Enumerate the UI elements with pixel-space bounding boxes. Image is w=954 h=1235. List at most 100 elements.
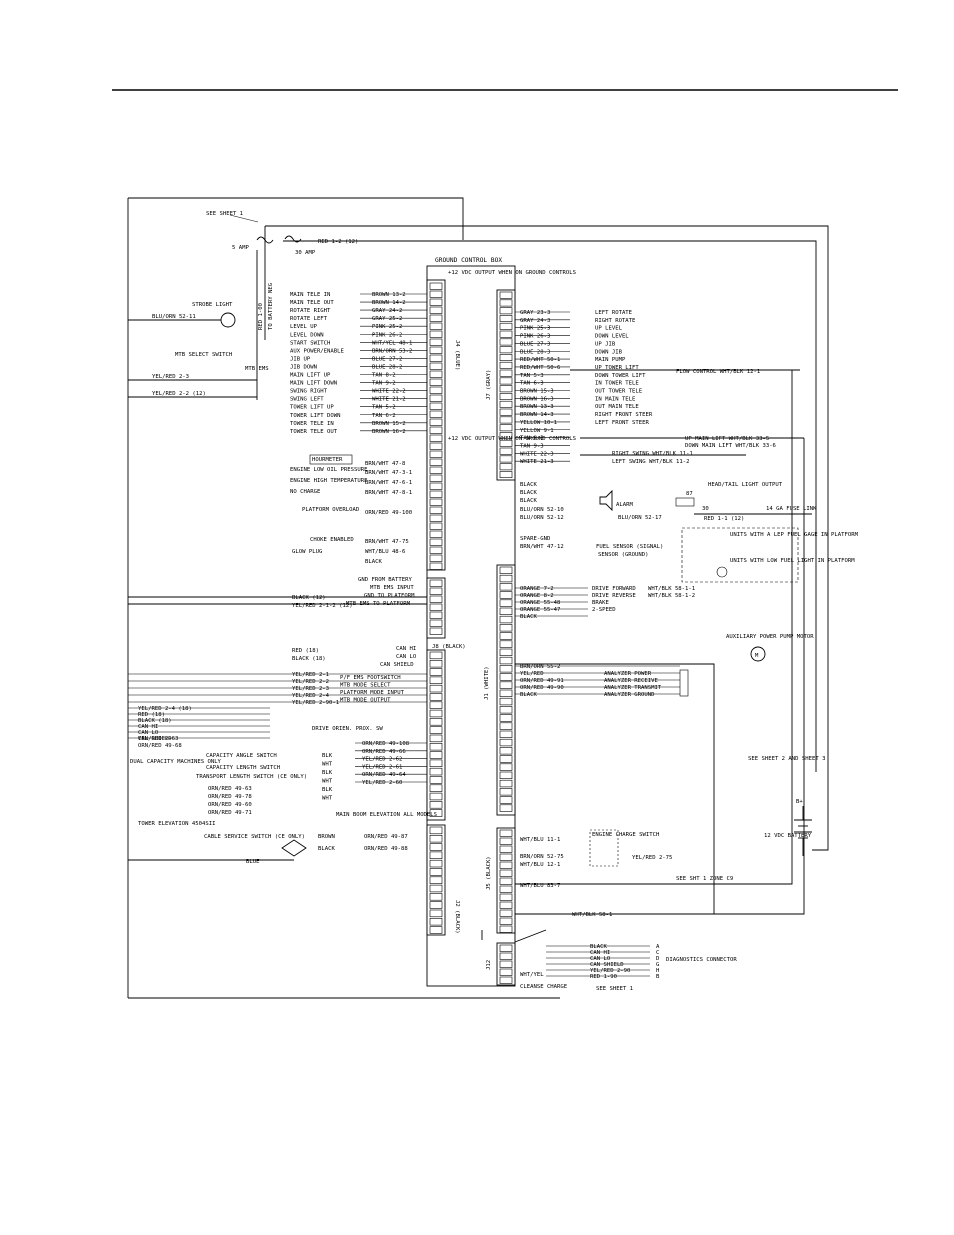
j4-pin-30: [429, 522, 443, 530]
j4-left-wire-12: WHITE 22-2: [372, 389, 406, 395]
j1-right-wire-3: ORN/RED 49-90: [520, 685, 564, 691]
j7-wire-4: BLUE 27-3: [520, 341, 550, 347]
j1-pin-12: [429, 751, 443, 759]
black-wire-2: BLACK: [520, 498, 537, 504]
j7-wire-19: WHITE 21-3: [520, 459, 554, 465]
j1-right-pin-14: [499, 681, 513, 689]
j4-pin-32: [429, 538, 443, 546]
glow-wire-1: WHT/BLU 48-6: [365, 549, 405, 555]
j1-right-wire-1: YEL/RED: [520, 671, 544, 677]
j1-right-pin-24: [499, 763, 513, 771]
j4-left-label-10: MAIN LIFT UP: [290, 373, 331, 379]
j1-pin-11: [429, 742, 443, 751]
j4-pin-12: [429, 378, 443, 386]
diagnostics-connector-label: DIAGNOSTICS CONNECTOR: [666, 957, 737, 963]
j4-left-label-16: TOWER TELE IN: [290, 421, 334, 427]
can-hi-label: CAN HI: [396, 646, 416, 652]
sensor-no-charge: NO CHARGE: [290, 489, 321, 495]
j7-function-6: MAIN PUMP: [595, 357, 626, 363]
bottom-wire-wht-blk: [515, 438, 805, 915]
j2-pin-9: [429, 901, 443, 909]
j7-wire-16: TAN 8-3: [520, 436, 544, 442]
j1-right-pin-17: [499, 706, 513, 714]
j5-pin-8: [499, 893, 513, 901]
gnd-from-battery-label: GND FROM BATTERY: [358, 577, 413, 583]
diag-wire-2: CAN LO: [590, 956, 611, 962]
j4-left-label-3: ROTATE LEFT: [290, 316, 328, 322]
j4-connector-label: J4 (BLUE): [454, 340, 460, 370]
j7-function-0: LEFT ROTATE: [595, 310, 633, 316]
j12-pin-0: [499, 944, 513, 952]
j1-right-pin-1: [499, 574, 513, 583]
j1-right-pin-2: [499, 583, 513, 591]
j4-pin-20: [429, 442, 443, 450]
diag-wire-0: BLACK: [590, 944, 607, 950]
diag-pin-5: B: [656, 974, 660, 980]
j5-pin-6: [499, 877, 513, 885]
j4-left-label-5: LEVEL DOWN: [290, 332, 324, 338]
j4-left-wire-17: BROWN 16-2: [372, 429, 406, 435]
j1-pin-2: [429, 668, 443, 676]
j2-pin-4: [429, 859, 443, 868]
wht-blu-83-7: WHT/BLU 83-7: [520, 883, 560, 889]
j4-pin-5: [429, 322, 443, 330]
bottom-wire-j1: [515, 663, 715, 914]
j4-left-wire-13: WHITE 21-2: [372, 397, 406, 403]
mtb-ems-label: MTB EMS: [245, 366, 269, 372]
j4-left-label-7: AUX POWER/ENABLE: [290, 348, 345, 354]
j1-right-pin-10: [499, 648, 513, 656]
units-lep-label: UNITS WITH A LEP FUEL GAGE IN PLATFORM: [730, 532, 859, 538]
drive-forward: DRIVE FORWARD: [592, 586, 636, 592]
j7-pin-20: [499, 447, 513, 455]
j4-pin-27: [429, 498, 443, 506]
j7-pin-19: [499, 439, 513, 447]
see-sheet-1-bottom: SEE SHEET 1: [596, 986, 633, 992]
fuse-30amp-label: 30 AMP: [295, 250, 316, 256]
j7-wire-13: BROWN 14-3: [520, 412, 554, 418]
mtb-select-switch-label: MTB SELECT SWITCH: [175, 352, 232, 358]
left-can-wire-2: BLACK (18): [138, 718, 172, 724]
engine-charge-switch: [589, 829, 619, 867]
blu-orn-c: BLU/ORN 52-17: [618, 515, 662, 521]
j1-right-wire-4: BLACK: [520, 692, 537, 698]
j12-pin-2: [499, 960, 513, 968]
j4-pin-25: [429, 482, 443, 490]
ground-control-box-title: GROUND CONTROL BOX: [435, 257, 502, 264]
dual-capacity-label: DUAL CAPACITY MACHINES ONLY: [130, 759, 222, 765]
j1-right-pin-4: [499, 599, 513, 607]
orn-red-49-68-label: ORN/RED 49-68: [138, 743, 182, 749]
orn-red-extra-1: ORN/RED 49-78: [208, 794, 252, 800]
j7-wire-14: YELLOW 10-1: [520, 420, 557, 426]
power-bus-second: [283, 240, 817, 772]
j2-wire-5: YEL/RED 2-60: [362, 780, 402, 786]
j4-left-wire-10: TAN 8-2: [372, 373, 396, 379]
j5-wire-1: ORN/RED 49-88: [364, 846, 408, 852]
j4-left-wire-3: GRAY 25-2: [372, 316, 402, 322]
j2-connector: [426, 824, 446, 936]
j7-function-2: UP LEVEL: [595, 326, 623, 332]
head-tail-relay: [675, 497, 695, 507]
j7-wire-11: BROWN 16-3: [520, 396, 554, 402]
capacity-length-label: CAPACITY LENGTH SWITCH: [206, 765, 280, 771]
wht-blu-12-1: WHT/BLU 12-1: [520, 862, 560, 868]
red-1-00-label: RED 1-00: [258, 303, 264, 330]
j5-pin-0: [499, 829, 513, 837]
yel-red-2-75: YEL/RED 2-75: [632, 855, 672, 861]
fuse-5amp-label: 5 AMP: [232, 245, 249, 251]
alarm-label: ALARM: [616, 502, 633, 508]
black-wire-label: BLACK: [318, 846, 335, 852]
j2-pin-10: [429, 909, 443, 918]
j7-pin-14: [499, 400, 513, 408]
black-wire-0: BLACK: [520, 482, 537, 488]
j7-wire-17: TAN 9-3: [520, 443, 544, 449]
j4-pin-3: [429, 306, 443, 314]
j1-left-label-3: MTB MODE OUTPUT: [340, 698, 391, 704]
brake: BRAKE: [592, 600, 609, 606]
j5-pin-10: [499, 909, 513, 917]
platform-overload-label: PLATFORM OVERLOAD: [302, 507, 360, 513]
